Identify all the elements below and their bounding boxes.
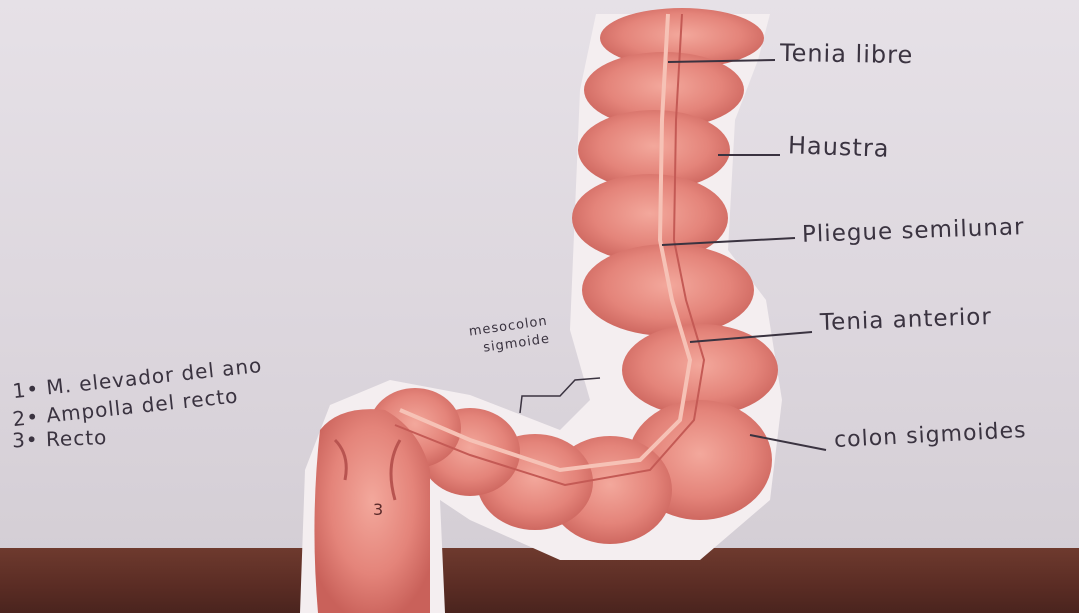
- label-tenia-libre: Tenia libre: [780, 39, 914, 69]
- label-haustra: Haustra: [788, 131, 890, 163]
- legend-text: Recto: [46, 425, 108, 451]
- legend-number: 3•: [12, 427, 39, 452]
- marker-number-3: 3: [373, 500, 383, 519]
- legend-number: 1•: [11, 376, 40, 403]
- legend: 1• M. elevador del ano 2• Ampolla del re…: [12, 366, 263, 448]
